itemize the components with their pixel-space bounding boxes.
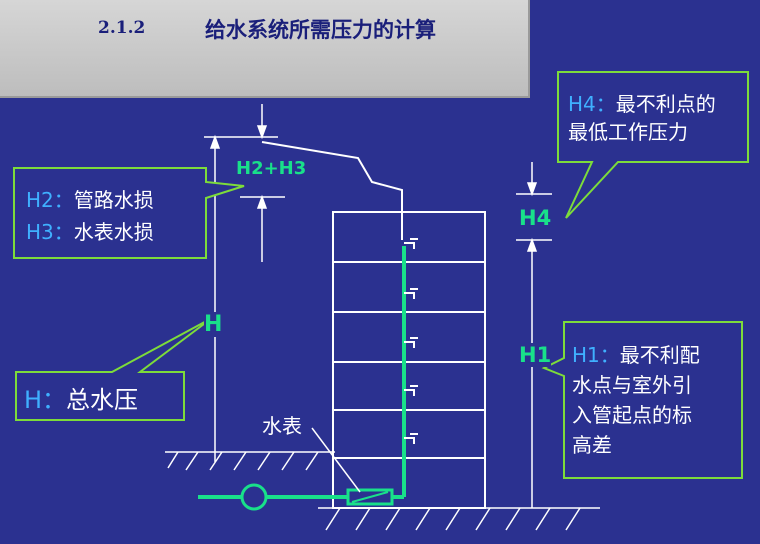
title-bar: 2.1.2 给水系统所需压力的计算 — [0, 0, 530, 98]
callout-h2-key: H2： — [26, 188, 74, 212]
label-water-meter: 水表 — [262, 414, 302, 438]
section-number: 2.1.2 — [98, 18, 146, 38]
callout-h-text: H：总水压 — [24, 380, 138, 415]
label-h2h3: H2+H3 — [236, 158, 307, 179]
callout-h1-key: H1： — [572, 343, 620, 367]
callout-h1-text: H1：最不利配 水点与室外引 入管起点的标 高差 — [572, 340, 700, 460]
callout-h2h3 — [13, 167, 245, 259]
water-pipe — [198, 246, 406, 499]
callout-h1 — [541, 321, 743, 479]
callout-h4-line1: 最不利点的 — [615, 92, 716, 116]
page-title: 给水系统所需压力的计算 — [205, 18, 436, 42]
meter-leader — [311, 427, 361, 493]
callout-h3-text: 水表水损 — [73, 220, 154, 244]
faucet-icons — [404, 238, 418, 444]
callout-h-key: H： — [24, 386, 67, 414]
label-h4: H4 — [519, 206, 552, 230]
callout-h2h3-text: H2：管路水损 H3：水表水损 — [26, 184, 154, 248]
ground-right — [318, 507, 600, 531]
callout-h1-line4: 高差 — [572, 433, 612, 457]
ground-left — [165, 451, 335, 471]
callout-h4-line2: 最低工作压力 — [568, 120, 688, 144]
callout-h1-line2: 水点与室外引 — [572, 373, 692, 397]
callout-h2-text: 管路水损 — [73, 188, 154, 212]
callout-h3-key: H3： — [26, 220, 74, 244]
label-h1: H1 — [519, 343, 552, 367]
label-h: H — [204, 312, 223, 337]
callout-h4-key: H4： — [568, 92, 616, 116]
dimension-right — [516, 162, 552, 508]
callout-h1-line1: 最不利配 — [619, 343, 700, 367]
callout-h1-line3: 入管起点的标 — [572, 403, 692, 427]
callout-h4 — [557, 71, 749, 219]
callout-h — [15, 317, 213, 421]
building — [332, 211, 486, 509]
callout-h4-text: H4：最不利点的 最低工作压力 — [568, 90, 716, 146]
water-meter-icon — [346, 488, 394, 506]
hydraulic-grade-line — [261, 141, 403, 240]
valve-icon — [240, 483, 268, 511]
callout-h-body: 总水压 — [66, 386, 139, 414]
